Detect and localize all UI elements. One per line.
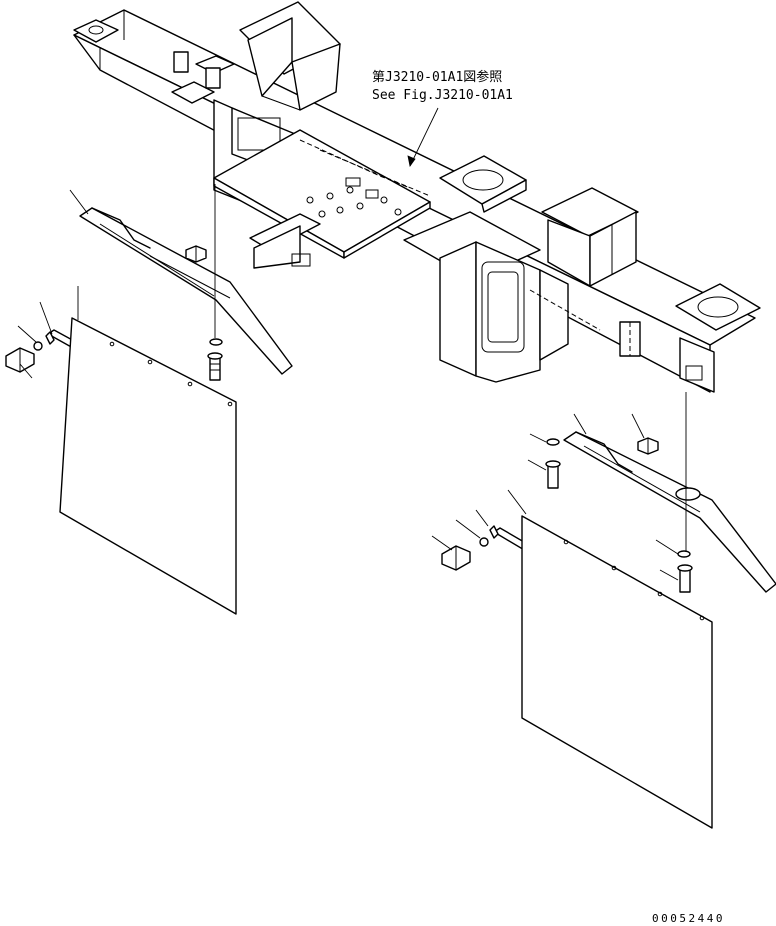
- right-horizontal-bolt-icon: [441, 545, 471, 571]
- left-mudguard-assembly: [5, 184, 293, 615]
- reference-leader-arrow: [407, 107, 439, 167]
- right-flat-washer-icon: [479, 537, 489, 547]
- left-vertical-bolt-icon: [207, 352, 223, 381]
- reference-label-english: See Fig.J3210-01A1: [372, 88, 513, 103]
- right-nut-icon: [637, 437, 659, 455]
- left-mudguard-bracket: [79, 207, 293, 375]
- frame-right-leg: [403, 211, 569, 383]
- left-vertical-washer-icon: [209, 338, 223, 346]
- right-mudguard-assembly: [431, 392, 776, 829]
- frame-flange-mount-middle: [439, 155, 527, 213]
- right-lock-washer-icon: [489, 525, 499, 539]
- main-frame: [73, 1, 761, 393]
- left-horizontal-bolt-icon: [5, 347, 35, 373]
- frame-center-deck: [213, 129, 431, 259]
- frame-right-raised-block: [541, 187, 639, 287]
- right-vertical-washer-icon: [677, 550, 691, 558]
- frame-upper-plates: [171, 51, 235, 104]
- frame-center-lower-bracket: [249, 213, 321, 269]
- frame-top-mount: [239, 1, 341, 111]
- left-lock-washer-icon: [45, 331, 55, 345]
- left-nut-icon: [185, 245, 207, 263]
- right-mud-flap: [521, 515, 713, 829]
- frame-left-end-boss: [73, 19, 119, 43]
- right-vertical-bolt-icon: [677, 564, 693, 593]
- right-mudguard-bracket: [563, 431, 776, 593]
- right-top-washer-icon: [546, 438, 560, 446]
- right-top-bolt-icon: [545, 460, 561, 489]
- left-flat-washer-icon: [33, 341, 43, 351]
- reference-label-japanese: 第J3210-01A1図参照: [372, 70, 503, 85]
- left-mud-flap: [59, 317, 237, 615]
- frame-right-end-flange: [675, 283, 761, 393]
- frame-beam-clip: [619, 321, 641, 357]
- drawing-number: 00052440: [652, 912, 725, 925]
